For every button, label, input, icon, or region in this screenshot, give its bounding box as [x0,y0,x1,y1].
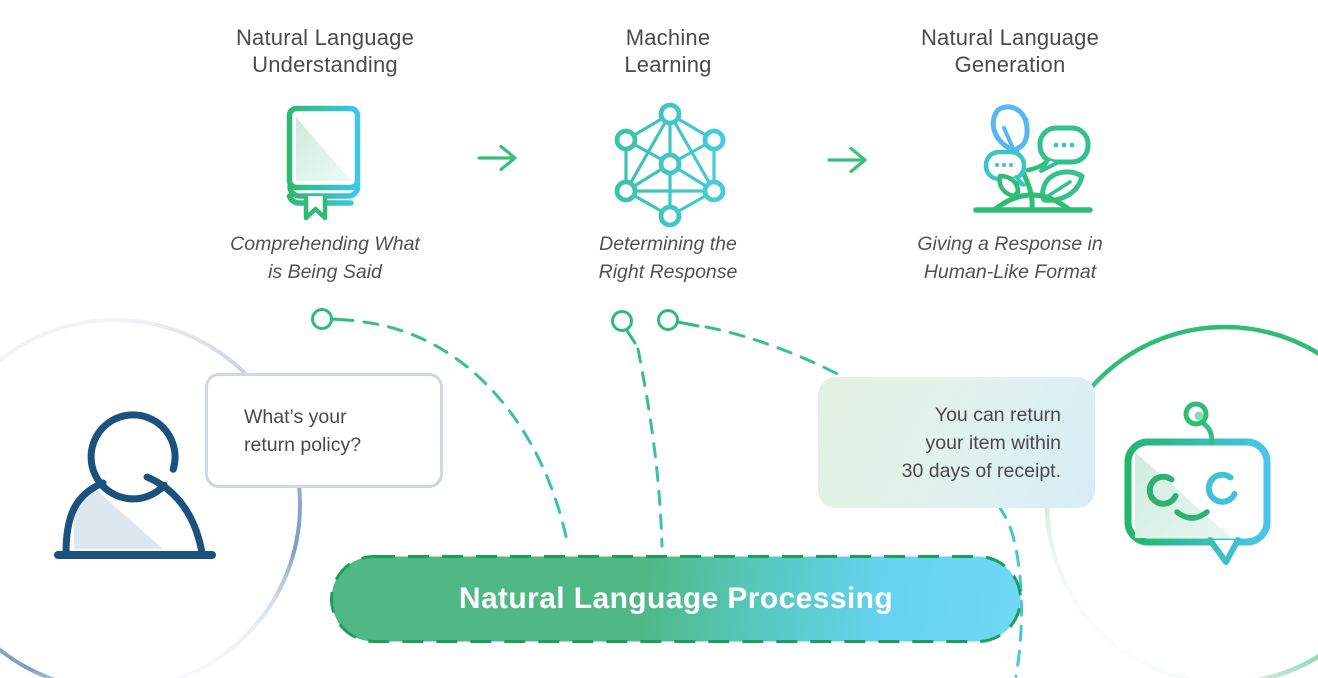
user-speech-bubble: What’s your return policy? [205,373,443,488]
bubble-line: return policy? [244,433,362,456]
connector-c-line [676,320,1023,678]
caption-line: Human-Like Format [923,261,1097,283]
flow-arrow-1-icon [477,144,517,172]
stage-caption-nlg: Giving a Response in Human-Like Format [860,230,1160,286]
bot-speech-bubble: You can return your item within 30 days … [818,377,1095,508]
bubble-line: your item within [925,431,1061,454]
stage-title-ml: Machine Learning [528,24,808,78]
stage-caption-nlu: Comprehending What is Being Said [175,230,475,286]
user-circle-arc [0,318,302,678]
connector-a-circle [311,308,333,330]
caption-line: Right Response [598,261,738,283]
caption-line: is Being Said [268,261,382,283]
title-line: Learning [624,52,712,77]
bubble-line: You can return [934,403,1061,426]
book-icon [286,105,361,221]
connector-a-line [330,317,570,548]
stage-title-nlg: Natural Language Generation [870,24,1150,78]
network-icon [614,102,726,228]
title-line: Natural Language [920,25,1100,50]
pill-shape [330,555,1022,643]
user-icon [54,411,216,559]
flow-arrow-2-icon [827,146,867,174]
connector-b-circle [611,310,633,332]
title-line: Machine [625,25,711,50]
title-line: Generation [954,52,1066,77]
plant-icon [973,104,1093,213]
title-line: Understanding [252,52,398,77]
caption-line: Comprehending What [230,233,420,255]
bubble-line: 30 days of receipt. [901,459,1061,482]
caption-line: Determining the [599,233,737,255]
connector-b-line [624,327,664,548]
nlp-pill-label: Natural Language Processing [458,582,894,615]
title-line: Natural Language [235,25,415,50]
stage-caption-ml: Determining the Right Response [518,230,818,286]
caption-line: Giving a Response in [917,233,1103,255]
stage-title-nlu: Natural Language Understanding [185,24,465,78]
bot-icon [1124,401,1271,565]
connector-c-circle [657,309,679,331]
bubble-line: What’s your [244,405,347,428]
